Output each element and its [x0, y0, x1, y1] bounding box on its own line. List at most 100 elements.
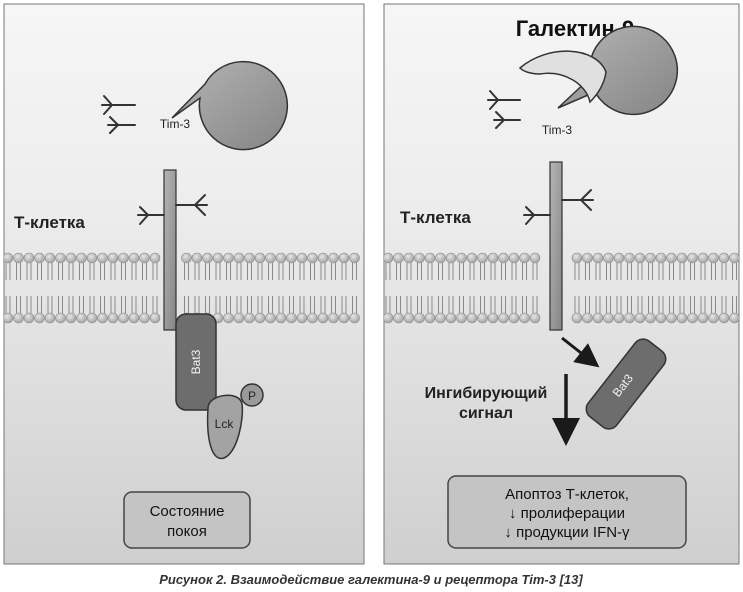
lipid-tail: [331, 263, 336, 313]
lipid-head: [582, 252, 593, 264]
lipid-tail: [68, 263, 74, 313]
lipid-head: [307, 312, 318, 324]
lipid-tail: [427, 263, 433, 313]
lipid-head: [44, 312, 56, 324]
lipid-tail: [320, 263, 326, 313]
lipid-head: [687, 312, 698, 324]
lipid-head: [76, 252, 87, 264]
lipid-head: [139, 252, 150, 264]
left-panel: Tim-3 Т-клетка Bat3 Lck P Состояние поко…: [3, 3, 365, 565]
left-lck-label: Lck: [215, 417, 235, 431]
lipid-head: [634, 312, 646, 324]
lipid-head: [592, 252, 604, 264]
right-cell-label: Т-клетка: [400, 208, 471, 227]
left-glycan-icon: [101, 95, 208, 225]
lipid-head: [86, 312, 98, 324]
lipid-tail: [627, 263, 632, 313]
lipid-tail: [184, 263, 189, 313]
lipid-head: [477, 312, 488, 324]
left-bat3-label: Bat3: [189, 349, 203, 374]
lipid-tail: [247, 263, 252, 313]
lipid-tail: [637, 263, 643, 313]
lipid-head: [718, 312, 730, 324]
lipid-head: [529, 252, 541, 264]
left-phospho-icon: [240, 383, 264, 407]
lipid-head: [223, 252, 234, 264]
lipid-tail: [595, 263, 601, 313]
lipid-head: [729, 252, 739, 264]
lipid-head: [424, 252, 436, 264]
lipid-head: [613, 312, 625, 324]
lipid-head: [118, 252, 129, 264]
lipid-head: [328, 252, 339, 264]
lipid-head: [571, 312, 583, 324]
lipid-tail: [438, 263, 443, 313]
right-galectin9-icon: [518, 50, 607, 104]
lipid-head: [487, 312, 499, 324]
lipid-head: [384, 312, 394, 324]
lipid-tail: [289, 263, 294, 313]
lipid-tail: [142, 263, 147, 313]
lipid-head: [4, 312, 14, 324]
lipid-head: [128, 252, 140, 264]
lipid-head: [328, 312, 339, 324]
lipid-head: [729, 312, 739, 324]
lipid-head: [414, 312, 425, 324]
lipid-tail: [226, 263, 231, 313]
lipid-tail: [658, 263, 664, 313]
lipid-head: [233, 252, 245, 264]
lipid-head: [107, 252, 119, 264]
lipid-head: [697, 312, 709, 324]
lipid-head: [296, 312, 308, 324]
lipid-head: [603, 252, 614, 264]
lipid-head: [286, 312, 297, 324]
lipid-head: [118, 312, 129, 324]
lipid-tail: [480, 263, 485, 313]
lipid-head: [191, 252, 203, 264]
lipid-head: [23, 252, 35, 264]
right-outcome-line-2: ↓ пролиферации: [509, 505, 625, 522]
lipid-tail: [79, 263, 84, 313]
lipid-head: [466, 312, 478, 324]
lipid-head: [666, 312, 677, 324]
lipid-head: [265, 252, 276, 264]
lipid-head: [223, 312, 234, 324]
lipid-head: [592, 312, 604, 324]
lipid-head: [582, 312, 593, 324]
lipid-tail: [648, 263, 653, 313]
right-receptor-stalk: [549, 161, 563, 331]
lipid-tail: [257, 263, 263, 313]
lipid-head: [445, 312, 457, 324]
lipid-head: [571, 252, 583, 264]
lipid-head: [233, 312, 245, 324]
lipid-head: [76, 312, 87, 324]
lipid-tail: [299, 263, 305, 313]
lipid-head: [44, 252, 56, 264]
lipid-head: [65, 312, 77, 324]
lipid-head: [23, 312, 35, 324]
lipid-head: [393, 312, 404, 324]
lipid-tail: [268, 263, 273, 313]
lipid-head: [403, 252, 415, 264]
lipid-head: [687, 252, 698, 264]
lipid-tail: [110, 263, 116, 313]
right-bat3-adapter: [585, 338, 667, 430]
lipid-tail: [417, 263, 422, 313]
lipid-tail: [690, 263, 695, 313]
lipid-head: [338, 312, 350, 324]
lipid-tail: [58, 263, 63, 313]
lipid-head: [487, 252, 499, 264]
lipid-head: [508, 312, 520, 324]
right-tim3-label: Tim-3: [542, 123, 573, 137]
lipid-head: [34, 252, 45, 264]
lipid-tail: [406, 263, 412, 313]
lipid-tail: [194, 263, 200, 313]
lipid-head: [676, 252, 688, 264]
lipid-head: [13, 312, 24, 324]
right-panel: Галектин-9 Tim-3 Т-клетка Bat3 Ингибирую…: [383, 3, 740, 565]
lipid-head: [349, 252, 360, 264]
left-membrane: [4, 252, 360, 324]
lipid-head: [676, 312, 688, 324]
lipid-head: [403, 312, 415, 324]
